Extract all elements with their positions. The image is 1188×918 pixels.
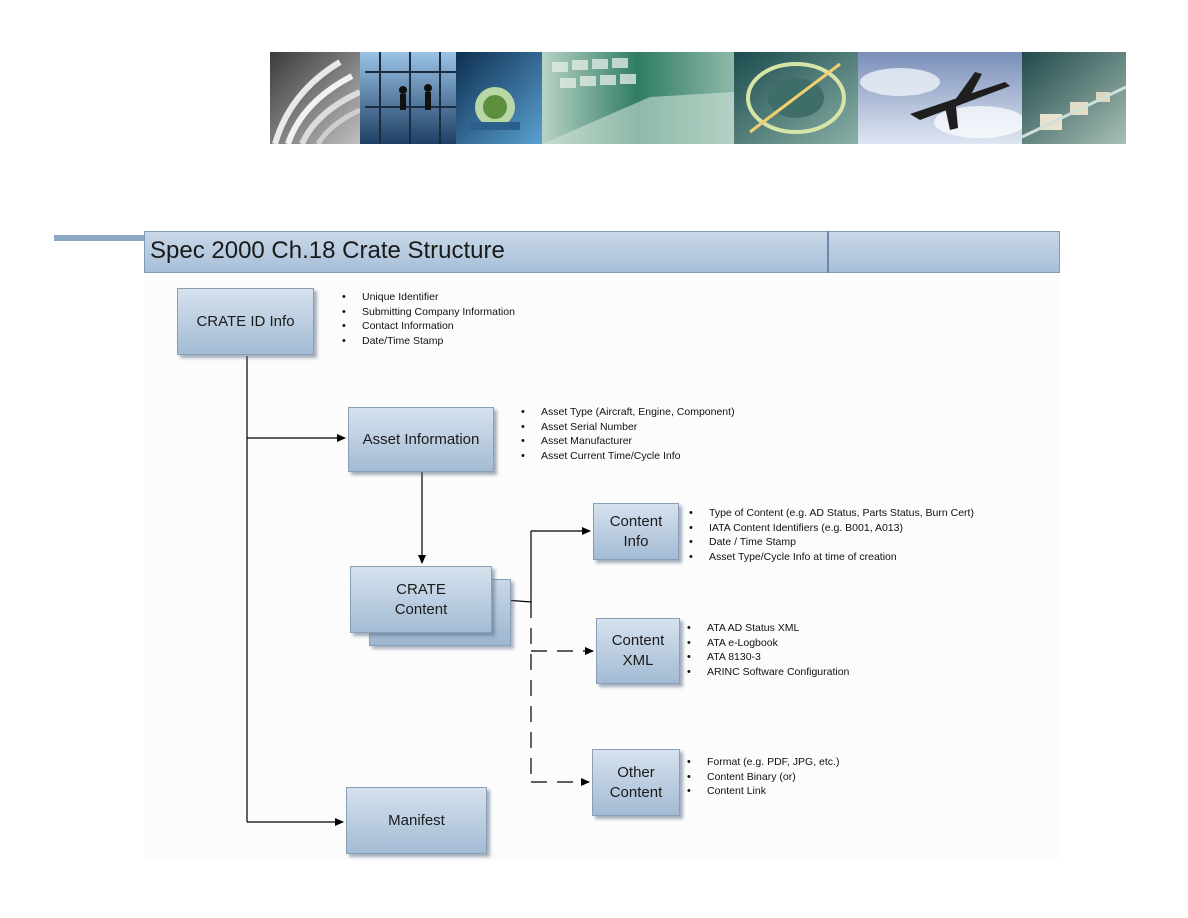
crate-content-box: CRATE Content bbox=[350, 566, 492, 633]
other-content-list: Format (e.g. PDF, JPG, etc.) Content Bin… bbox=[683, 755, 839, 799]
content-xml-box: Content XML bbox=[596, 618, 680, 684]
title-band bbox=[144, 231, 1060, 273]
list-item: ATA e-Logbook bbox=[683, 636, 849, 651]
list-item: Unique Identifier bbox=[338, 290, 515, 305]
manifest-label: Manifest bbox=[388, 811, 445, 829]
content-info-list: Type of Content (e.g. AD Status, Parts S… bbox=[685, 506, 974, 564]
list-item: Asset Manufacturer bbox=[517, 434, 735, 449]
list-item: Type of Content (e.g. AD Status, Parts S… bbox=[685, 506, 974, 521]
list-item: ATA 8130-3 bbox=[683, 650, 849, 665]
content-info-label: Content Info bbox=[609, 512, 663, 550]
page-title: Spec 2000 Ch.18 Crate Structure bbox=[150, 237, 505, 264]
aircraft-interior-photo bbox=[734, 52, 858, 144]
list-item: Date/Time Stamp bbox=[338, 334, 515, 349]
list-item: IATA Content Identifiers (e.g. B001, A01… bbox=[685, 521, 974, 536]
list-item: Content Binary (or) bbox=[683, 770, 839, 785]
asset-information-list: Asset Type (Aircraft, Engine, Component)… bbox=[517, 405, 735, 463]
crate-id-info-list: Unique Identifier Submitting Company Inf… bbox=[338, 290, 515, 348]
content-xml-label: Content XML bbox=[611, 632, 665, 669]
content-info-box: Content Info bbox=[593, 503, 679, 560]
title-accent-bar bbox=[54, 235, 146, 241]
list-item: Asset Type (Aircraft, Engine, Component) bbox=[517, 405, 735, 420]
circuit-chip-photo bbox=[456, 52, 542, 144]
list-item: Content Link bbox=[683, 784, 839, 799]
airplane-in-sky-photo bbox=[858, 52, 1026, 144]
list-item: Date / Time Stamp bbox=[685, 535, 974, 550]
asset-information-label: Asset Information bbox=[362, 430, 480, 448]
list-item: Asset Type/Cycle Info at time of creatio… bbox=[685, 550, 974, 565]
conveyor-boxes-photo bbox=[1021, 52, 1126, 144]
list-item: Asset Serial Number bbox=[517, 420, 735, 435]
list-item: ARINC Software Configuration bbox=[683, 665, 849, 677]
manifest-box: Manifest bbox=[346, 787, 487, 854]
title-inner-frame bbox=[144, 231, 829, 273]
crate-content-label: CRATE Content bbox=[394, 580, 448, 618]
workers-on-scaffold-photo bbox=[360, 52, 456, 144]
header-banner bbox=[270, 52, 1126, 144]
list-item: Format (e.g. PDF, JPG, etc.) bbox=[683, 755, 839, 770]
list-item: Asset Current Time/Cycle Info bbox=[517, 449, 735, 464]
other-content-label: Other Content bbox=[609, 763, 663, 801]
list-item: ATA AD Status XML bbox=[683, 621, 849, 636]
keyboard-photo bbox=[542, 52, 734, 144]
crate-id-info-box: CRATE ID Info bbox=[177, 288, 314, 355]
asset-information-box: Asset Information bbox=[348, 407, 494, 472]
list-item: Submitting Company Information bbox=[338, 305, 515, 320]
list-item: Contact Information bbox=[338, 319, 515, 334]
turbine-blades-photo bbox=[270, 52, 362, 144]
banner-collage bbox=[270, 52, 1126, 144]
crate-id-info-label: CRATE ID Info bbox=[196, 312, 295, 330]
other-content-box: Other Content bbox=[592, 749, 680, 816]
content-xml-list: ATA AD Status XML ATA e-Logbook ATA 8130… bbox=[683, 621, 849, 677]
